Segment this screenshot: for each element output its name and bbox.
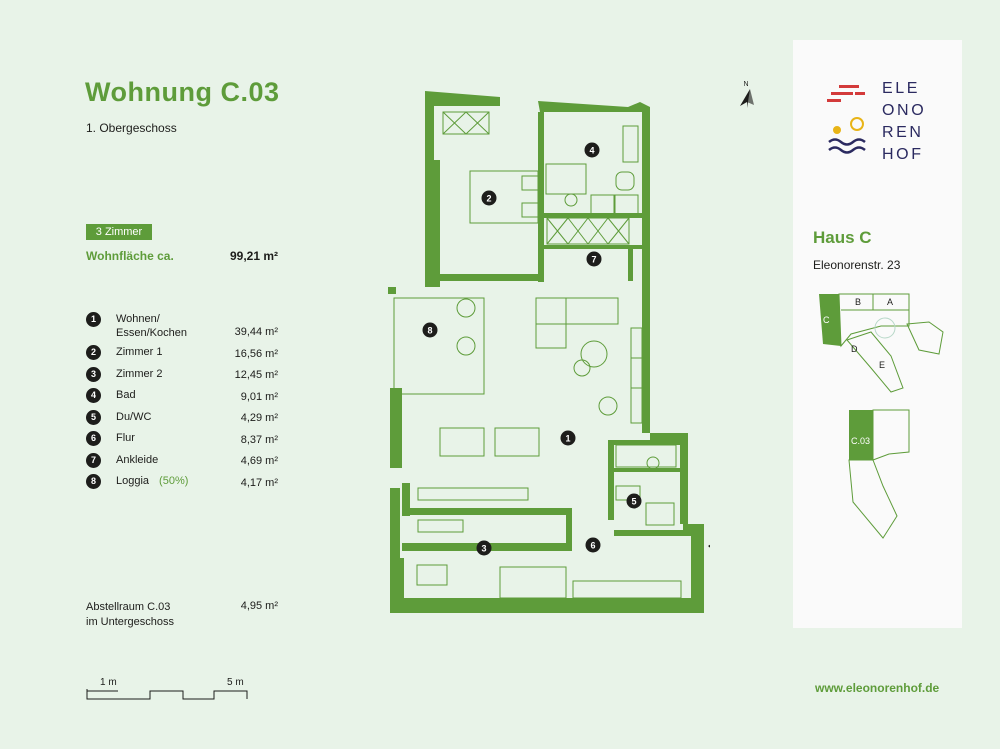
room-name-text: Loggia bbox=[116, 475, 150, 487]
website-link[interactable]: www.eleonorenhof.de bbox=[815, 681, 940, 695]
north-arrow: N bbox=[736, 79, 756, 114]
logo-line-4: HOF bbox=[882, 146, 924, 163]
svg-text:5: 5 bbox=[631, 497, 636, 507]
plan-marker-3: 3 bbox=[476, 540, 492, 556]
scale-label-left: 1 m bbox=[100, 677, 117, 688]
room-area: 9,01 m² bbox=[240, 390, 278, 403]
plan-marker-7: 7 bbox=[586, 251, 602, 267]
room-area: 4,69 m² bbox=[240, 455, 278, 467]
svg-text:3: 3 bbox=[481, 544, 486, 554]
site-label-a: A bbox=[887, 297, 893, 307]
room-name: Loggia (50%) bbox=[116, 474, 188, 488]
svg-text:6: 6 bbox=[590, 541, 595, 551]
svg-text:8: 8 bbox=[427, 326, 432, 336]
room-name-line2: Essen/Kochen bbox=[116, 327, 187, 339]
storage-label-line1: Abstellraum C.03 bbox=[86, 601, 171, 613]
logo-line-1: ELE bbox=[882, 80, 921, 97]
logo-mark-icon bbox=[827, 85, 866, 154]
plan-marker-8: 8 bbox=[422, 322, 438, 338]
info-panel: ELE ONO REN HOF Haus C Eleonorenstr. 23 … bbox=[793, 40, 962, 628]
plan-marker-1: 1 bbox=[560, 430, 576, 446]
room-area: 12,45 m² bbox=[234, 369, 278, 381]
plan-furniture bbox=[393, 111, 682, 599]
storage-label: Abstellraum C.03 im Untergeschoss bbox=[86, 600, 174, 630]
room-number: 6 bbox=[86, 431, 101, 446]
scale-bar bbox=[86, 689, 248, 700]
page-title: Wohnung C.03 bbox=[85, 77, 280, 107]
room-name: Du/WC bbox=[116, 410, 152, 423]
plan-marker-2: 2 bbox=[481, 190, 497, 206]
north-arrow-icon: N bbox=[740, 81, 754, 108]
svg-text:1: 1 bbox=[565, 434, 570, 444]
floor-key-plan: C.03 bbox=[848, 409, 910, 539]
storage-label-line2: im Untergeschoss bbox=[86, 616, 175, 628]
room-area: 8,37 m² bbox=[240, 433, 278, 446]
room-row-5: 5 Du/WC 4,29 m² bbox=[86, 408, 280, 430]
rooms-badge: 3 Zimmer bbox=[86, 224, 152, 240]
room-row-3: 3 Zimmer 2 12,45 m² bbox=[86, 365, 280, 387]
floor-plan: 1 2 3 4 5 6 7 8 bbox=[388, 91, 710, 613]
site-label-d: D bbox=[851, 344, 858, 354]
room-row-8: 8 Loggia (50%) 4,17 m² bbox=[86, 472, 280, 494]
unit-label: C.03 bbox=[851, 436, 870, 446]
room-name: Flur bbox=[116, 432, 135, 444]
scale-label-right: 5 m bbox=[227, 677, 244, 688]
entrance-arrow-icon bbox=[708, 544, 710, 548]
living-area-value: 99,21 m² bbox=[229, 249, 278, 263]
room-name-line1: Wohnen/ bbox=[116, 313, 160, 325]
room-number: 5 bbox=[86, 409, 101, 425]
svg-text:2: 2 bbox=[486, 194, 491, 204]
room-area: 4,17 m² bbox=[240, 476, 278, 489]
room-row-7: 7 Ankleide 4,69 m² bbox=[86, 451, 280, 473]
house-name: Haus C bbox=[813, 228, 872, 247]
site-plan-map: B A C D E bbox=[819, 293, 944, 393]
room-number: 1 bbox=[86, 312, 101, 327]
logo-line-3: REN bbox=[882, 124, 924, 141]
north-label: N bbox=[743, 81, 748, 88]
svg-text:4: 4 bbox=[589, 146, 594, 156]
plan-marker-6: 6 bbox=[585, 537, 601, 553]
plan-marker-4: 4 bbox=[584, 142, 600, 158]
plan-room-markers: 1 2 3 4 5 6 7 8 bbox=[422, 142, 642, 556]
room-area: 4,29 m² bbox=[240, 412, 278, 424]
room-name: Zimmer 2 bbox=[116, 367, 163, 380]
room-number: 4 bbox=[86, 388, 101, 403]
site-label-c: C bbox=[823, 315, 830, 325]
room-row-1: 1 Wohnen/ Essen/Kochen 39,44 m² bbox=[86, 310, 280, 343]
room-number: 3 bbox=[86, 366, 101, 382]
room-name: Bad bbox=[116, 389, 136, 401]
svg-text:7: 7 bbox=[591, 255, 596, 265]
room-row-6: 6 Flur 8,37 m² bbox=[86, 429, 280, 451]
house-address: Eleonorenstr. 23 bbox=[813, 258, 901, 272]
room-number: 2 bbox=[86, 345, 101, 360]
plan-walls bbox=[388, 91, 704, 613]
site-label-b: B bbox=[855, 297, 861, 307]
room-name: Wohnen/ Essen/Kochen bbox=[116, 312, 187, 340]
room-name: Ankleide bbox=[116, 453, 159, 466]
room-number: 7 bbox=[86, 452, 101, 468]
room-list: 1 Wohnen/ Essen/Kochen 39,44 m² 2 Zimmer… bbox=[86, 310, 280, 494]
room-number: 8 bbox=[86, 474, 101, 489]
room-row-4: 4 Bad 9,01 m² bbox=[86, 386, 280, 408]
room-area: 16,56 m² bbox=[234, 347, 278, 360]
floor-label: 1. Obergeschoss bbox=[86, 121, 177, 135]
room-name-note: (50%) bbox=[159, 475, 189, 487]
room-area: 39,44 m² bbox=[234, 326, 278, 338]
logo-line-2: ONO bbox=[882, 102, 927, 119]
room-row-2: 2 Zimmer 1 16,56 m² bbox=[86, 343, 280, 365]
storage-value: 4,95 m² bbox=[240, 600, 278, 612]
living-area-label: Wohnfläche ca. bbox=[86, 249, 174, 263]
plan-marker-5: 5 bbox=[626, 493, 642, 509]
site-label-e: E bbox=[879, 360, 885, 370]
room-name: Zimmer 1 bbox=[116, 346, 163, 358]
